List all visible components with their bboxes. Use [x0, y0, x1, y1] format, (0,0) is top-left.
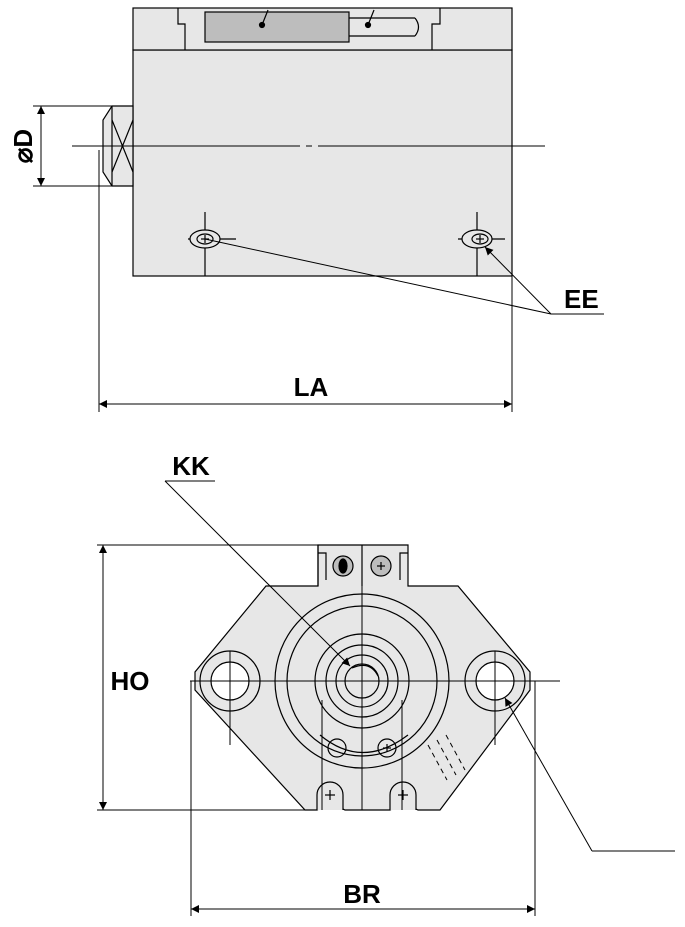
label-ports: EE [564, 284, 599, 314]
label-piston-thread: KK [172, 451, 210, 481]
label-diameter: ⌀D [8, 129, 38, 163]
label-height: HO [111, 666, 150, 696]
front-view [97, 480, 675, 916]
slot [204, 11, 350, 43]
port-right [458, 212, 505, 276]
label-bore-spacing: BR [343, 879, 381, 909]
side-view [33, 7, 604, 412]
cylinder-body [132, 49, 513, 277]
label-length: LA [294, 372, 329, 402]
